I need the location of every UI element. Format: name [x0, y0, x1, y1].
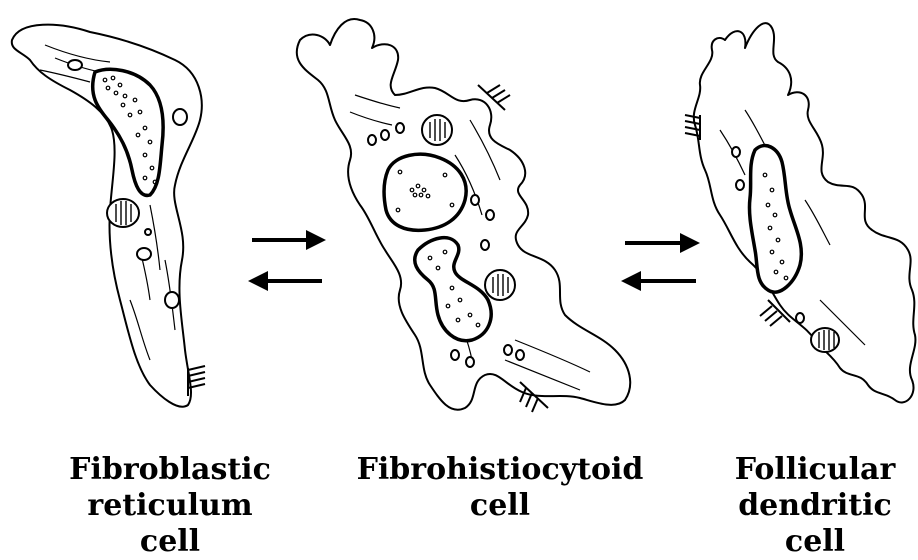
label-2-line-1: Fibrohistiocytoid	[345, 452, 655, 488]
arrows-2-3	[625, 243, 696, 281]
cell-2-mitochondrion-lower	[485, 270, 515, 300]
follicular-dendritic-cell-drawing	[685, 23, 915, 402]
label-1-line-2: reticulum	[40, 488, 300, 524]
label-3-line-3: cell	[705, 524, 918, 560]
cell-2-outline	[297, 19, 630, 410]
label-1-line-1: Fibroblastic	[40, 452, 300, 488]
fibrohistiocytoid-cell-label: Fibrohistiocytoid cell	[345, 452, 655, 524]
label-3-line-2: dendritic	[705, 488, 918, 524]
cell-3-mitochondrion	[811, 328, 839, 352]
fibroblastic-reticulum-cell-drawing	[12, 25, 205, 407]
cell-3-outline	[694, 23, 916, 402]
fibrohistiocytoid-cell-drawing	[297, 19, 630, 412]
cell-2-mitochondrion-upper	[422, 115, 452, 145]
fibroblastic-reticulum-cell-label: Fibroblastic reticulum cell	[40, 452, 300, 560]
arrows-1-2	[252, 240, 322, 281]
cell-1-mitochondrion	[107, 199, 139, 227]
follicular-dendritic-cell-label: Follicular dendritic cell	[705, 452, 918, 560]
cell-2-nucleus-upper	[384, 154, 466, 230]
label-2-line-2: cell	[345, 488, 655, 524]
label-3-line-1: Follicular	[705, 452, 918, 488]
label-1-line-3: cell	[40, 524, 300, 560]
